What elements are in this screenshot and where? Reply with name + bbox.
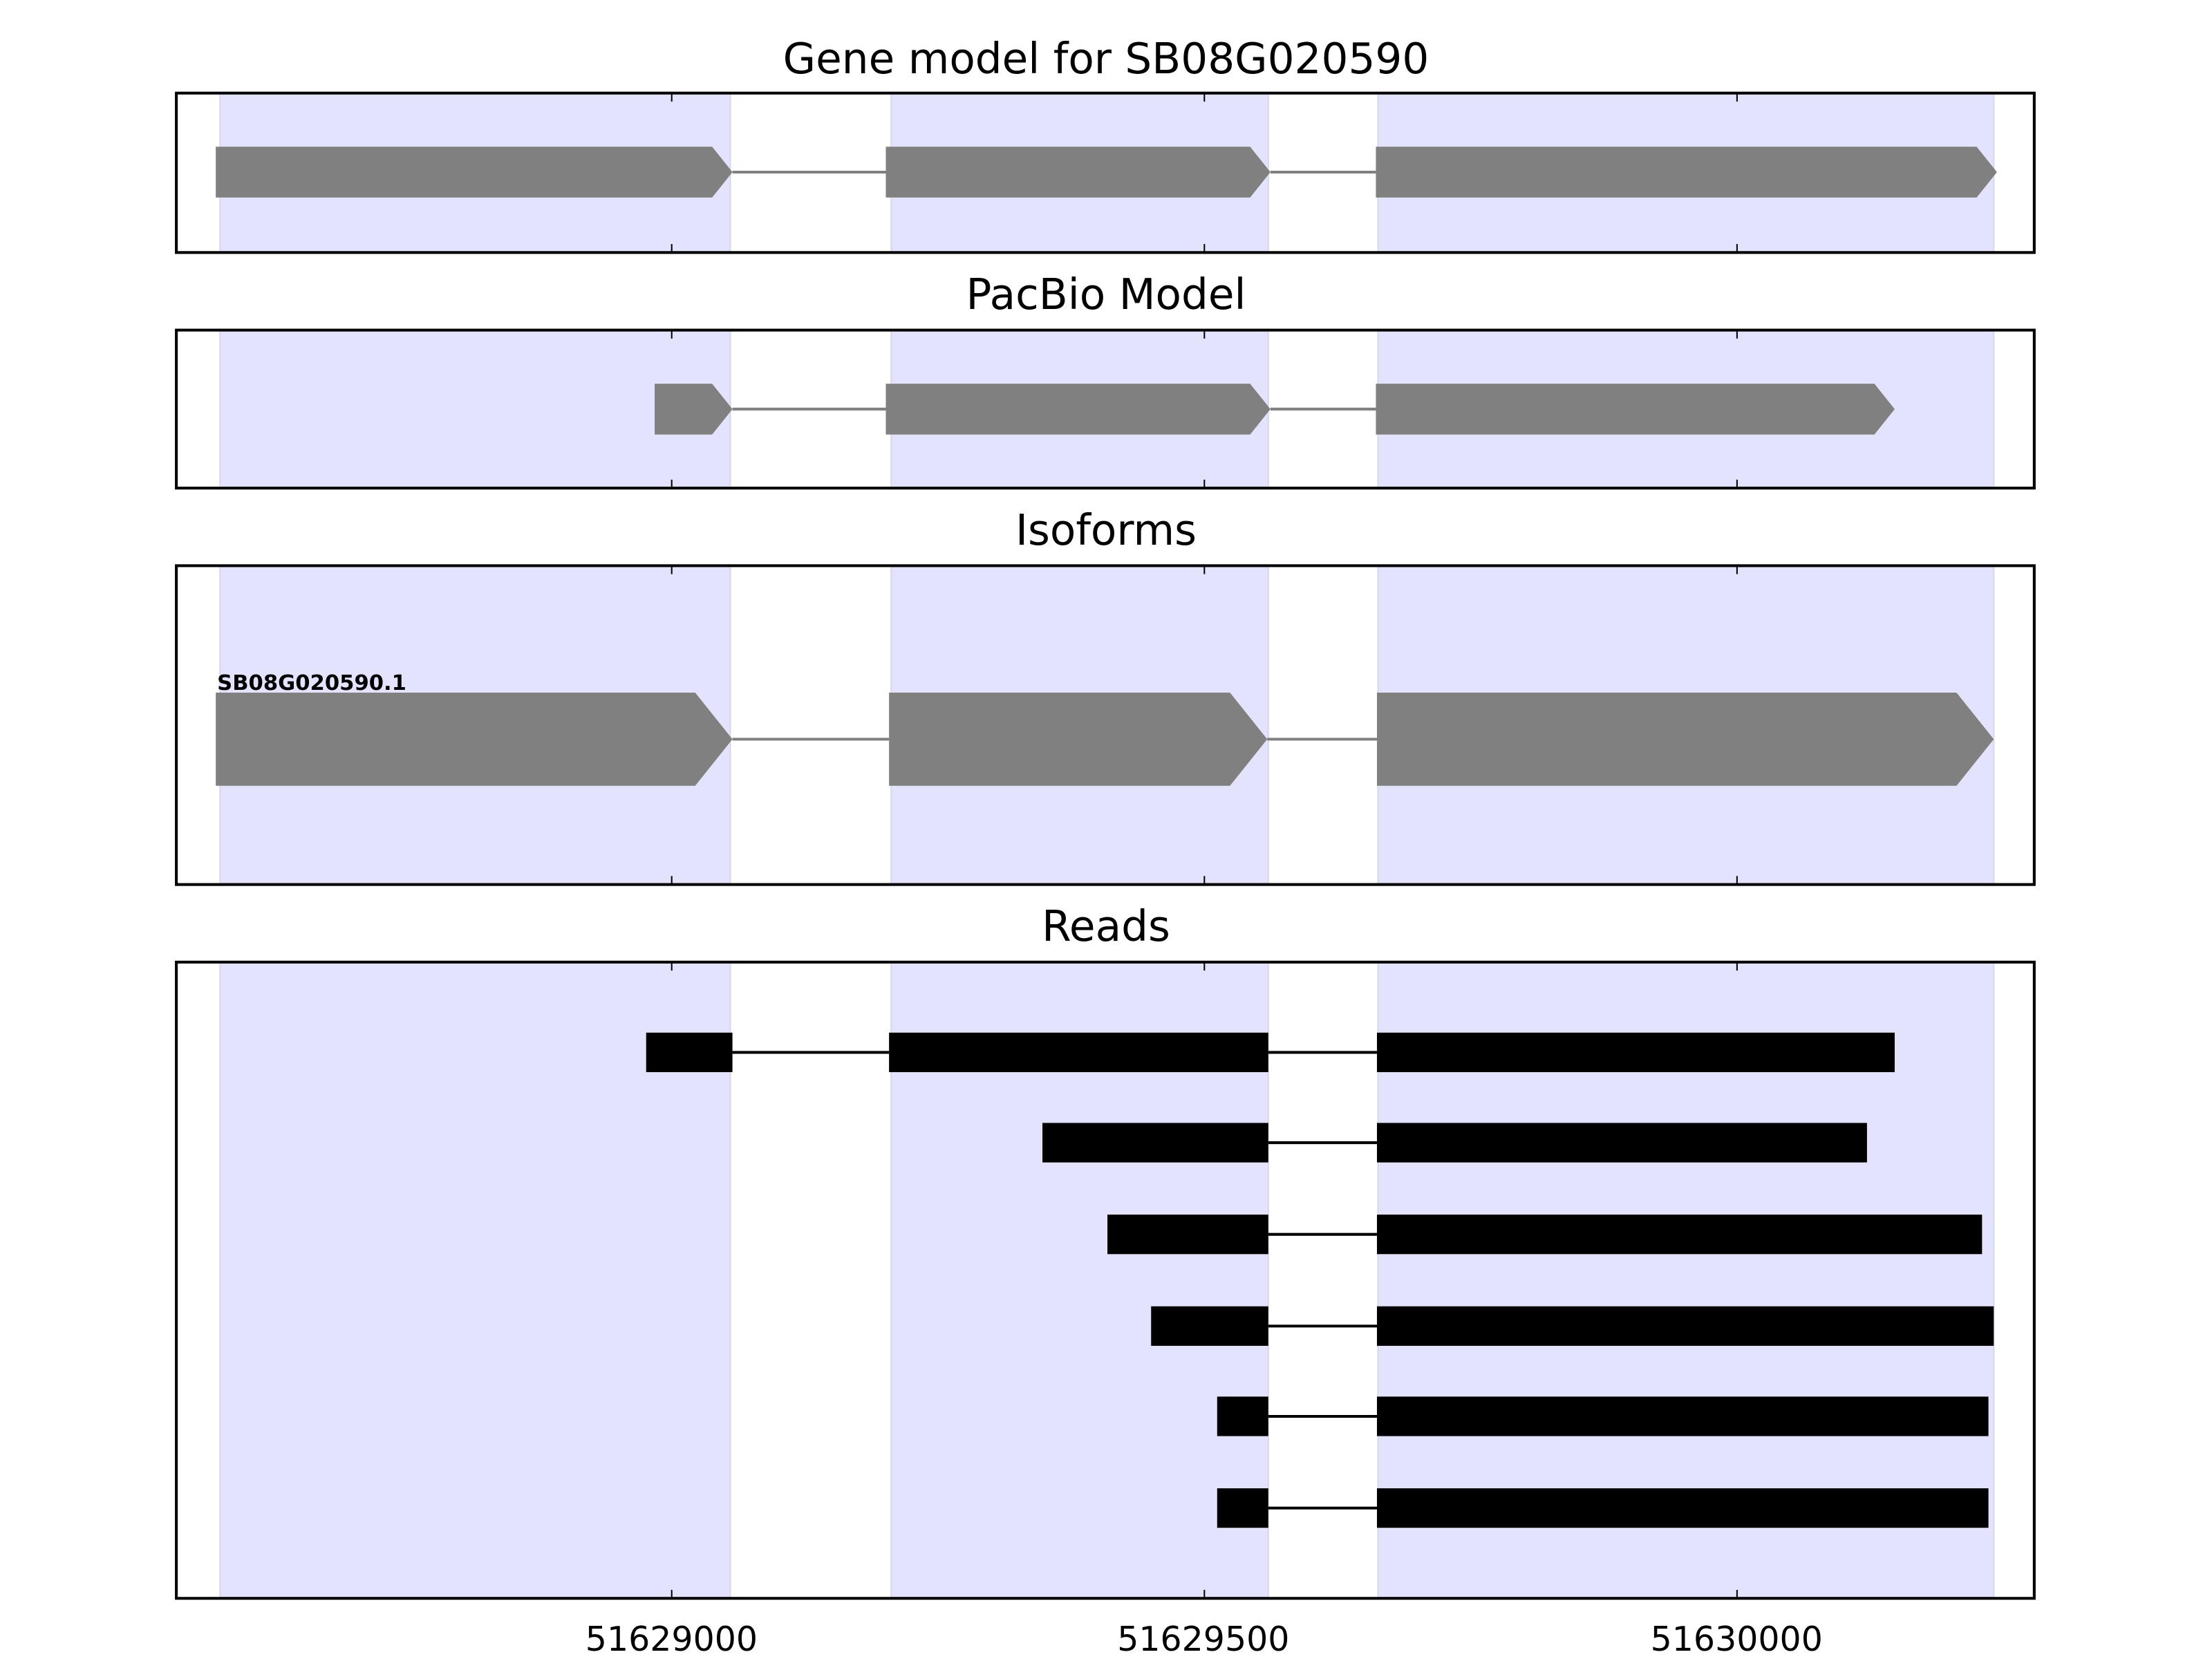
read-exon [1376,1032,1895,1073]
panel-frame [175,960,2036,1600]
panel-title-reads: Reads [1042,902,1170,951]
read-exon [1217,1396,1268,1436]
exon-region-shade [219,961,731,1600]
read-exon [1376,1396,1989,1436]
isoform-label: SB08G020590.1 [217,671,406,695]
exon-arrow [1376,147,1997,198]
exon-arrow [889,693,1268,786]
x-tick-label: 51629000 [585,1620,758,1659]
panel-frame [175,564,2036,886]
read-exon [1151,1306,1268,1346]
exon-arrow [216,693,733,786]
exon-arrow [885,384,1271,435]
read-exon [889,1032,1268,1073]
x-tick-label: 51630000 [1651,1620,1823,1659]
read-exon [1107,1215,1268,1255]
panel-frame [175,328,2036,490]
read-exon [646,1032,733,1073]
read-exon [1217,1488,1268,1528]
exon-arrow [216,147,733,198]
exon-arrow [1376,384,1895,435]
read-exon [1376,1123,1867,1163]
panel-frame [175,91,2036,254]
panel-title-pacbio: PacBio Model [966,270,1246,319]
exon-arrow [885,147,1271,198]
exon-region-shade [219,329,731,489]
exon-arrow [1376,693,1994,786]
read-exon [1376,1215,1983,1255]
x-tick-label: 51629500 [1117,1620,1289,1659]
read-exon [1376,1488,1989,1528]
exon-arrow [655,384,733,435]
read-exon [1042,1123,1268,1163]
panel-title-gene-model: Gene model for SB08G020590 [783,35,1430,84]
panel-title-isoforms: Isoforms [1015,506,1197,555]
read-exon [1376,1306,1994,1346]
